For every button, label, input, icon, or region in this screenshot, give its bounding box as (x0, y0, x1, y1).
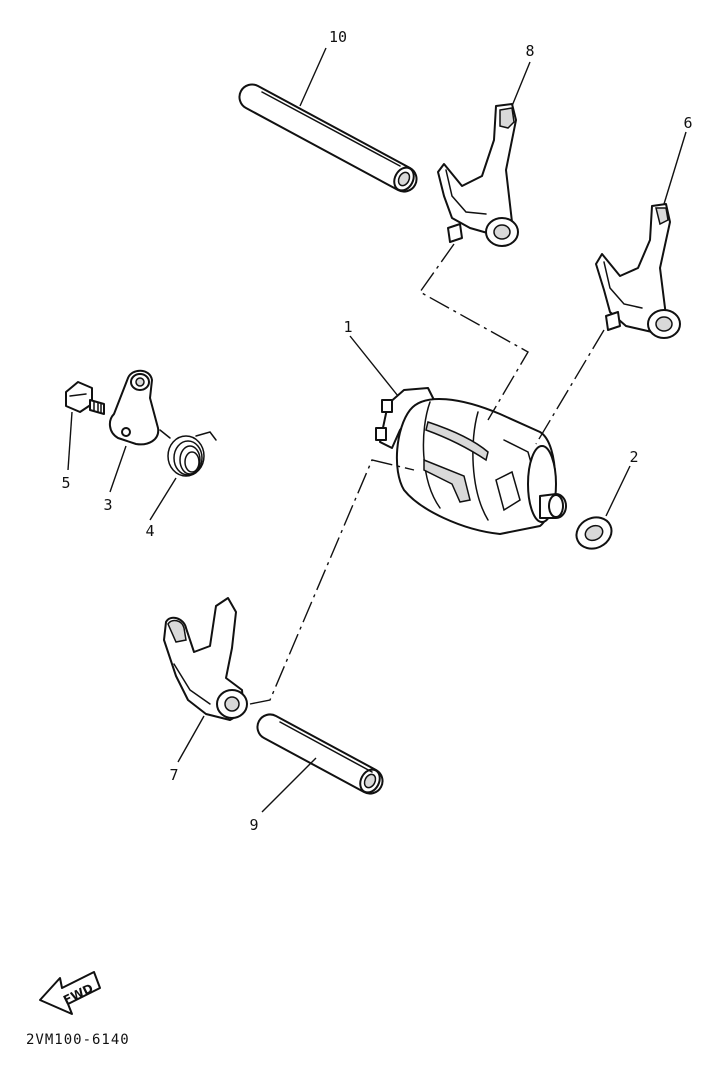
torsion-spring (159, 429, 217, 477)
shift-fork-lower (163, 597, 248, 721)
callout-9: 9 (249, 816, 258, 834)
shift-fork-right (595, 203, 681, 339)
bolt (65, 381, 105, 415)
callout-6: 6 (683, 114, 692, 132)
guide-bar-short (256, 713, 384, 795)
callout-8: 8 (525, 42, 534, 60)
assembly-lines (249, 243, 605, 705)
fwd-arrow-icon: FWD (39, 971, 101, 1015)
shift-drum (375, 387, 567, 535)
shift-fork-upper (437, 103, 519, 247)
callouts: 10 8 6 1 2 5 3 4 7 9 (61, 28, 692, 834)
callout-7: 7 (169, 766, 178, 784)
guide-bar-long (238, 83, 418, 193)
callout-1: 1 (343, 318, 352, 336)
callout-2: 2 (629, 448, 638, 466)
callout-3: 3 (103, 496, 112, 514)
diagram-code: 2VM100-6140 (26, 1032, 130, 1048)
callout-4: 4 (145, 522, 154, 540)
callout-5: 5 (61, 474, 70, 492)
stopper-lever (108, 369, 160, 446)
callout-10: 10 (329, 28, 347, 46)
leader-lines (67, 47, 687, 813)
washer (575, 516, 613, 550)
